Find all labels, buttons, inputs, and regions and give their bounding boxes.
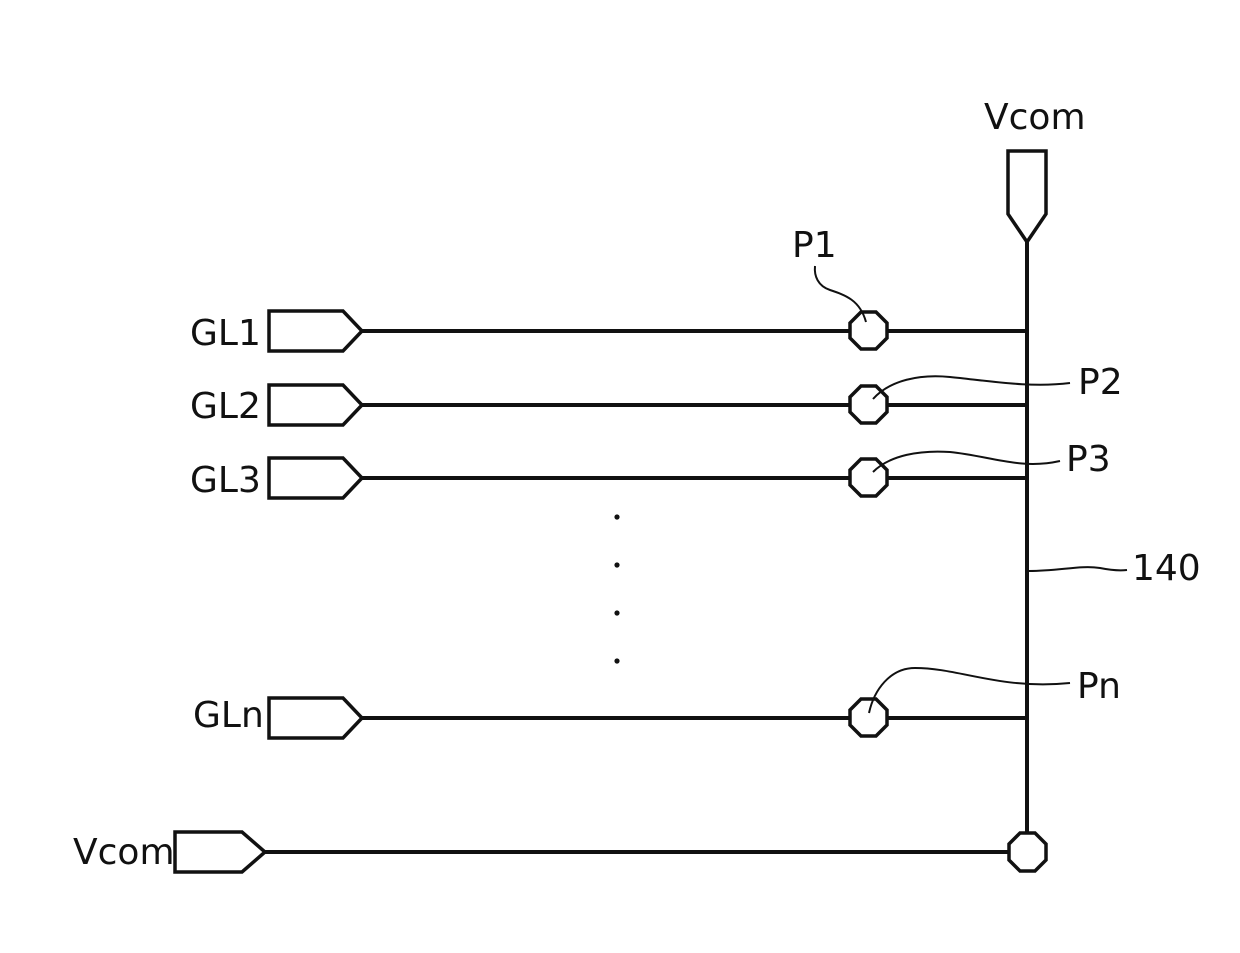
gate-terminal	[269, 458, 362, 498]
pad-node	[850, 312, 887, 349]
gate-line-label: GL3	[190, 460, 261, 501]
pad-label: Pn	[1077, 666, 1121, 707]
vcom-junction-node	[1009, 833, 1046, 871]
vcom-bottom-label: Vcom	[73, 832, 175, 873]
pad-node	[850, 699, 887, 736]
common-line-label: 140	[1132, 548, 1201, 589]
gate-terminal	[269, 698, 362, 738]
gate-line-label: GL1	[190, 313, 261, 354]
pad-leader	[873, 376, 1070, 399]
vcom-top-terminal	[1008, 151, 1046, 242]
pad-label: P2	[1078, 362, 1123, 403]
gate-line-1: GL1 P1	[190, 225, 1027, 354]
gate-line-3: GL3 P3	[190, 439, 1111, 501]
gate-line-label: GLn	[193, 695, 264, 736]
gate-terminal	[269, 311, 362, 351]
gate-line-label: GL2	[190, 386, 261, 427]
pad-label: P3	[1066, 439, 1111, 480]
vcom-bottom-line: Vcom	[73, 832, 1046, 873]
gate-line-2: GL2 P2	[190, 362, 1123, 427]
pad-leader	[869, 668, 1070, 713]
vcom-top-label: Vcom	[984, 97, 1086, 138]
pad-leader	[873, 452, 1060, 472]
common-line-leader	[1029, 567, 1127, 571]
ellipsis-dots	[614, 514, 619, 663]
pad-label: P1	[792, 225, 837, 266]
gate-line-n: GLn Pn	[193, 666, 1121, 738]
vcom-bottom-terminal	[175, 832, 265, 872]
gate-terminal	[269, 385, 362, 425]
